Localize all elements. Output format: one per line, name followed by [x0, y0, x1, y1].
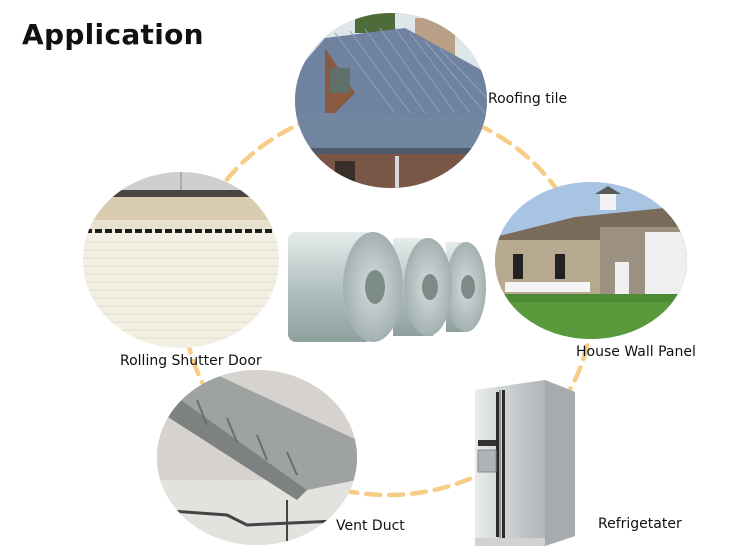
label-roofing-tile: Roofing tile: [488, 91, 568, 107]
roofing-tile-photo: [295, 13, 487, 188]
house-wall-panel-photo: [495, 182, 687, 339]
steel-coils-image: [278, 220, 488, 350]
label-refrigerator: Refrigetater: [598, 516, 682, 532]
label-rolling-shutter-door: Rolling Shutter Door: [120, 353, 262, 369]
vent-duct-photo: [157, 370, 357, 545]
page-title: Application: [22, 18, 204, 51]
refrigerator-photo: [470, 378, 585, 550]
label-house-wall-panel: House Wall Panel: [576, 344, 696, 360]
label-vent-duct: Vent Duct: [336, 518, 405, 534]
rolling-shutter-door-photo: [83, 172, 279, 348]
